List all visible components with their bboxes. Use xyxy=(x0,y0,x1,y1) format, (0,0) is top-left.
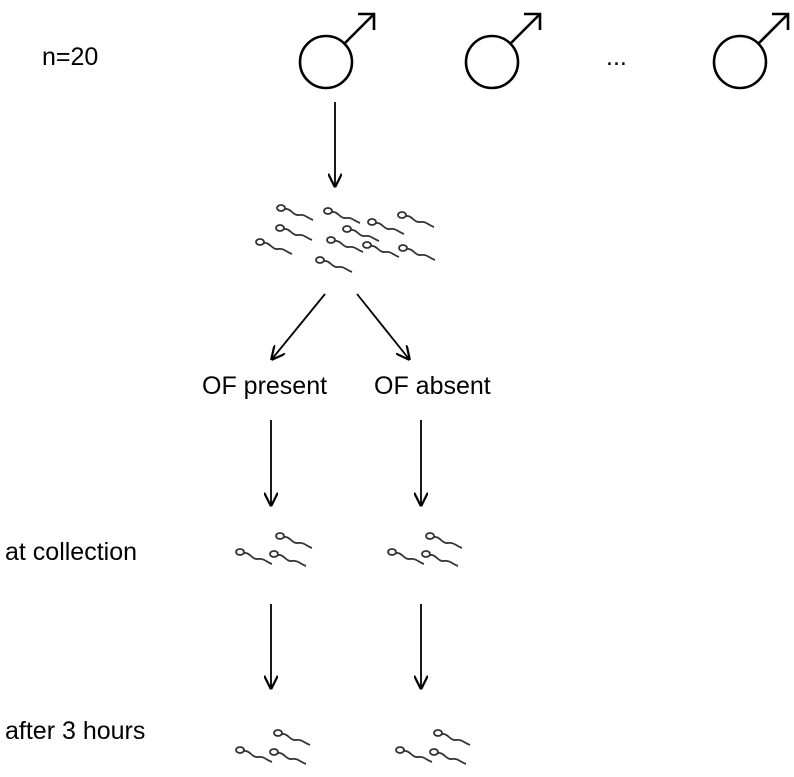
sperm-group-present-collection xyxy=(235,532,313,567)
sperm-icon xyxy=(275,532,313,549)
male-symbol-icon xyxy=(298,12,376,90)
sperm-icon xyxy=(397,211,435,228)
sperm-icon xyxy=(362,241,400,258)
male-symbol-icon xyxy=(712,12,790,90)
sperm-icon xyxy=(425,532,463,549)
sperm-group-absent-3h xyxy=(395,729,471,765)
timepoint-label-at-collection: at collection xyxy=(5,538,138,566)
sperm-icon xyxy=(269,748,307,765)
sperm-icon xyxy=(387,548,425,565)
sperm-icon xyxy=(421,550,459,567)
sperm-icon xyxy=(398,244,436,261)
sperm-icon xyxy=(429,748,467,765)
pooled-sperm-cluster xyxy=(255,204,436,273)
sperm-group-absent-collection xyxy=(387,532,463,567)
ellipsis-label: ... xyxy=(606,43,627,71)
timepoint-label-after-3-hours: after 3 hours xyxy=(5,717,146,745)
sperm-icon xyxy=(326,236,364,253)
arrow-to-of-absent xyxy=(356,293,409,359)
sperm-icon xyxy=(395,746,433,763)
sample-size-label: n=20 xyxy=(42,43,99,71)
arrow-to-of-present xyxy=(272,293,326,359)
sperm-icon xyxy=(433,729,471,746)
male-symbol-icon xyxy=(464,12,542,90)
group-label-of-present: OF present xyxy=(202,372,328,400)
sperm-icon xyxy=(323,207,361,224)
sperm-icon xyxy=(235,746,273,763)
sperm-icon xyxy=(235,548,273,565)
sperm-icon xyxy=(342,225,380,242)
sperm-icon xyxy=(255,238,293,255)
sperm-icon xyxy=(273,729,311,746)
sperm-icon xyxy=(269,550,307,567)
group-label-of-absent: OF absent xyxy=(374,372,491,400)
sperm-group-present-3h xyxy=(235,729,311,765)
sperm-icon xyxy=(276,204,314,221)
sperm-icon xyxy=(275,224,313,241)
sperm-icon xyxy=(315,256,353,273)
sperm-icon xyxy=(367,218,405,235)
